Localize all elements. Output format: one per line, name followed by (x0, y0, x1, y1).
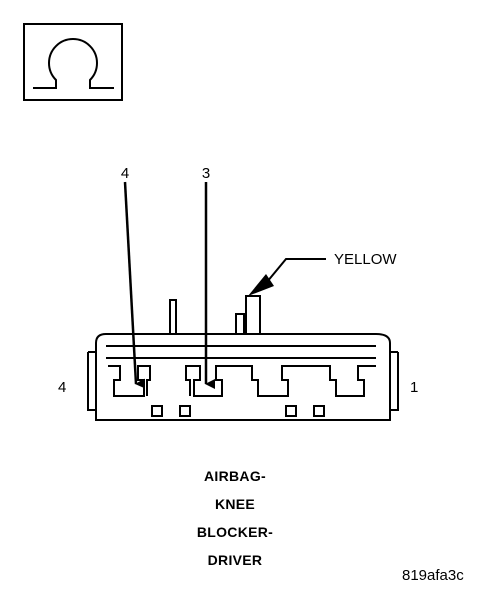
wire-color-label: YELLOW (334, 251, 397, 268)
title-line-4: DRIVER (207, 552, 263, 568)
side-label-left: 4 (58, 379, 66, 396)
pin-4-arrow (123, 181, 146, 389)
title-line-3: BLOCKER- (196, 524, 274, 540)
wire-color-leader (248, 258, 326, 296)
title-line-1: AIRBAG- (204, 468, 266, 484)
figure-code: 819afa3c (402, 567, 464, 584)
title-line-2: KNEE (214, 496, 256, 512)
pin-label-4-top: 4 (121, 165, 129, 182)
side-label-right: 1 (410, 379, 418, 396)
ohm-resistance-icon (23, 23, 123, 101)
pin-label-3-top: 3 (202, 165, 210, 182)
